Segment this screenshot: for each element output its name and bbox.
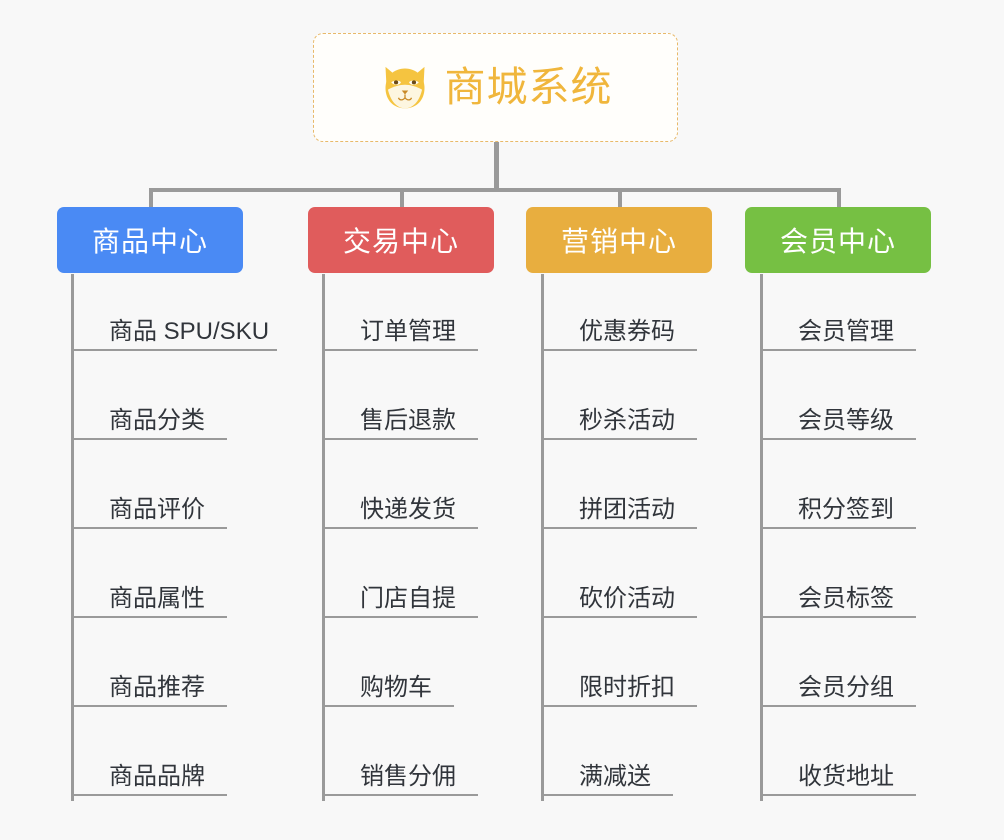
column-rail-marketing-center — [541, 274, 544, 801]
category-title-product-center: 商品中心 — [91, 226, 208, 257]
list-item[interactable]: 销售分佣 — [322, 745, 478, 796]
shiba-dog-face-icon — [385, 66, 424, 108]
list-item-label: 商品属性 — [109, 585, 205, 612]
list-item-label: 积分签到 — [798, 496, 894, 523]
list-item[interactable]: 商品属性 — [71, 567, 227, 618]
list-item[interactable]: 售后退款 — [322, 389, 478, 440]
list-item[interactable]: 会员标签 — [760, 567, 916, 618]
list-item[interactable]: 秒杀活动 — [541, 389, 697, 440]
list-item[interactable]: 限时折扣 — [541, 656, 697, 707]
list-item-label: 优惠券码 — [579, 318, 675, 345]
list-item-label: 商品品牌 — [109, 763, 205, 790]
list-item-label: 商品评价 — [109, 496, 205, 523]
root-node-title: 商城系统 — [444, 64, 613, 110]
list-item[interactable]: 商品 SPU/SKU — [71, 300, 277, 351]
list-item[interactable]: 会员管理 — [760, 300, 916, 351]
list-item[interactable]: 商品分类 — [71, 389, 227, 440]
list-item-label: 商品 SPU/SKU — [109, 318, 270, 345]
category-box-marketing-center[interactable]: 营销中心 — [526, 207, 712, 273]
category-title-trade-center: 交易中心 — [342, 226, 459, 257]
category-box-product-center[interactable]: 商品中心 — [57, 207, 243, 273]
list-item-label: 会员等级 — [798, 407, 894, 434]
category-title-member-center: 会员中心 — [779, 226, 896, 257]
list-item-label: 满减送 — [579, 763, 651, 790]
column-rail-product-center — [71, 274, 74, 801]
column-rail-trade-center — [322, 274, 325, 801]
list-item-label: 商品推荐 — [109, 674, 205, 701]
connector-drop-product-center — [149, 188, 153, 210]
list-item[interactable]: 优惠券码 — [541, 300, 697, 351]
list-item-label: 售后退款 — [360, 407, 456, 434]
list-item-label: 秒杀活动 — [579, 407, 675, 434]
list-item-label: 会员管理 — [798, 318, 894, 345]
list-item-label: 销售分佣 — [360, 763, 456, 790]
list-item-label: 购物车 — [360, 674, 432, 701]
list-item[interactable]: 拼团活动 — [541, 478, 697, 529]
list-item-label: 会员标签 — [798, 585, 894, 612]
connector-drop-marketing-center — [618, 188, 622, 210]
category-title-marketing-center: 营销中心 — [560, 226, 677, 257]
list-item[interactable]: 收货地址 — [760, 745, 916, 796]
list-item[interactable]: 门店自提 — [322, 567, 478, 618]
connector-drop-trade-center — [400, 188, 404, 210]
root-node-mall-system[interactable]: 商城系统 — [313, 33, 678, 142]
list-item-label: 门店自提 — [360, 585, 456, 612]
list-item-label: 拼团活动 — [579, 496, 675, 523]
list-item[interactable]: 砍价活动 — [541, 567, 697, 618]
list-item[interactable]: 会员等级 — [760, 389, 916, 440]
connector-horizontal-bus — [150, 188, 841, 192]
list-item[interactable]: 会员分组 — [760, 656, 916, 707]
list-item[interactable]: 商品推荐 — [71, 656, 227, 707]
list-item-label: 商品分类 — [109, 407, 205, 434]
connector-drop-member-center — [837, 188, 841, 210]
list-item-label: 收货地址 — [798, 763, 894, 790]
list-item[interactable]: 商品评价 — [71, 478, 227, 529]
list-item[interactable]: 商品品牌 — [71, 745, 227, 796]
category-box-trade-center[interactable]: 交易中心 — [308, 207, 494, 273]
list-item-label: 砍价活动 — [579, 585, 675, 612]
list-item[interactable]: 订单管理 — [322, 300, 478, 351]
list-item[interactable]: 快递发货 — [322, 478, 478, 529]
list-item-label: 订单管理 — [360, 318, 456, 345]
connector-root-stem — [494, 142, 499, 191]
list-item-label: 会员分组 — [798, 674, 894, 701]
list-item-label: 限时折扣 — [579, 674, 675, 701]
list-item[interactable]: 积分签到 — [760, 478, 916, 529]
category-box-member-center[interactable]: 会员中心 — [745, 207, 931, 273]
list-item[interactable]: 购物车 — [322, 656, 454, 707]
column-rail-member-center — [760, 274, 763, 801]
list-item-label: 快递发货 — [360, 496, 456, 523]
list-item[interactable]: 满减送 — [541, 745, 673, 796]
